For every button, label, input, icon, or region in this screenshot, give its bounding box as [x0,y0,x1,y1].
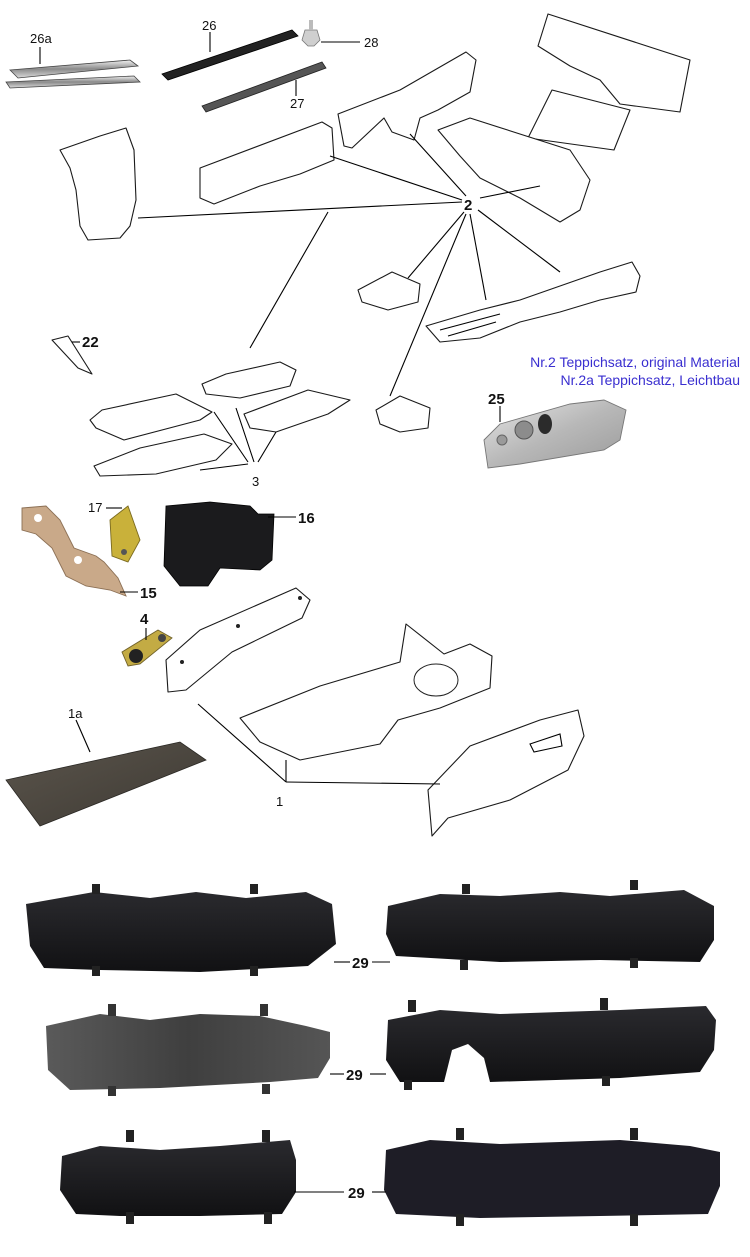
label-22: 22 [82,334,99,351]
part-29-shield-bottom-left [60,1130,296,1224]
part-29-label-row2: 29 [330,1067,386,1084]
part-1a-felt-sheet: 1a [5,706,207,827]
part-26-seal-strip: 26 [161,18,299,81]
part-17-bracket: 17 [88,500,141,563]
part-29-label-row1: 29 [334,955,390,972]
label-27: 27 [290,96,304,111]
part-16-black-mat: 16 [163,501,315,587]
part-1-rear-carpet-set: 1 [165,587,585,837]
label-17: 17 [88,500,102,515]
part-29-shield-mid-left [46,1004,330,1096]
part-25-metal-panel: 25 [483,391,627,469]
label-2: 2 [464,197,472,214]
part-29-shield-bottom-right [384,1128,720,1226]
part-15-bracket: 15 [21,505,157,602]
part-3-floor-mats: 3 [89,361,351,489]
part-26a-sill-strips: 26a [5,31,141,89]
part-22-bracket: 22 [51,334,99,375]
part-29-label-row3: 29 [294,1185,386,1202]
note-carpet-lightweight: Nr.2a Teppichsatz, Leichtbau [560,372,740,388]
label-4: 4 [140,611,149,628]
label-1a: 1a [68,706,83,721]
part-2-carpet-set: 2 [59,13,691,433]
part-29-shield-top-left [26,884,336,976]
part-4-mount: 4 [121,611,173,667]
label-1: 1 [276,794,283,809]
label-29-row2: 29 [346,1067,363,1084]
label-26: 26 [202,18,216,33]
note-carpet-original: Nr.2 Teppichsatz, original Material [530,354,740,370]
carpet-set-notes: Nr.2 Teppichsatz, original Material Nr.2… [430,353,740,389]
label-16: 16 [298,510,315,527]
label-29-row1: 29 [352,955,369,972]
part-28-clip: 28 [301,20,378,50]
part-29-shield-mid-right [386,998,716,1090]
label-3: 3 [252,474,259,489]
label-15: 15 [140,585,157,602]
part-29-shield-top-right [386,880,714,970]
label-25: 25 [488,391,505,408]
label-29-row3: 29 [348,1185,365,1202]
label-26a: 26a [30,31,52,46]
part-27-seal-strip: 27 [201,61,327,113]
label-28: 28 [364,35,378,50]
